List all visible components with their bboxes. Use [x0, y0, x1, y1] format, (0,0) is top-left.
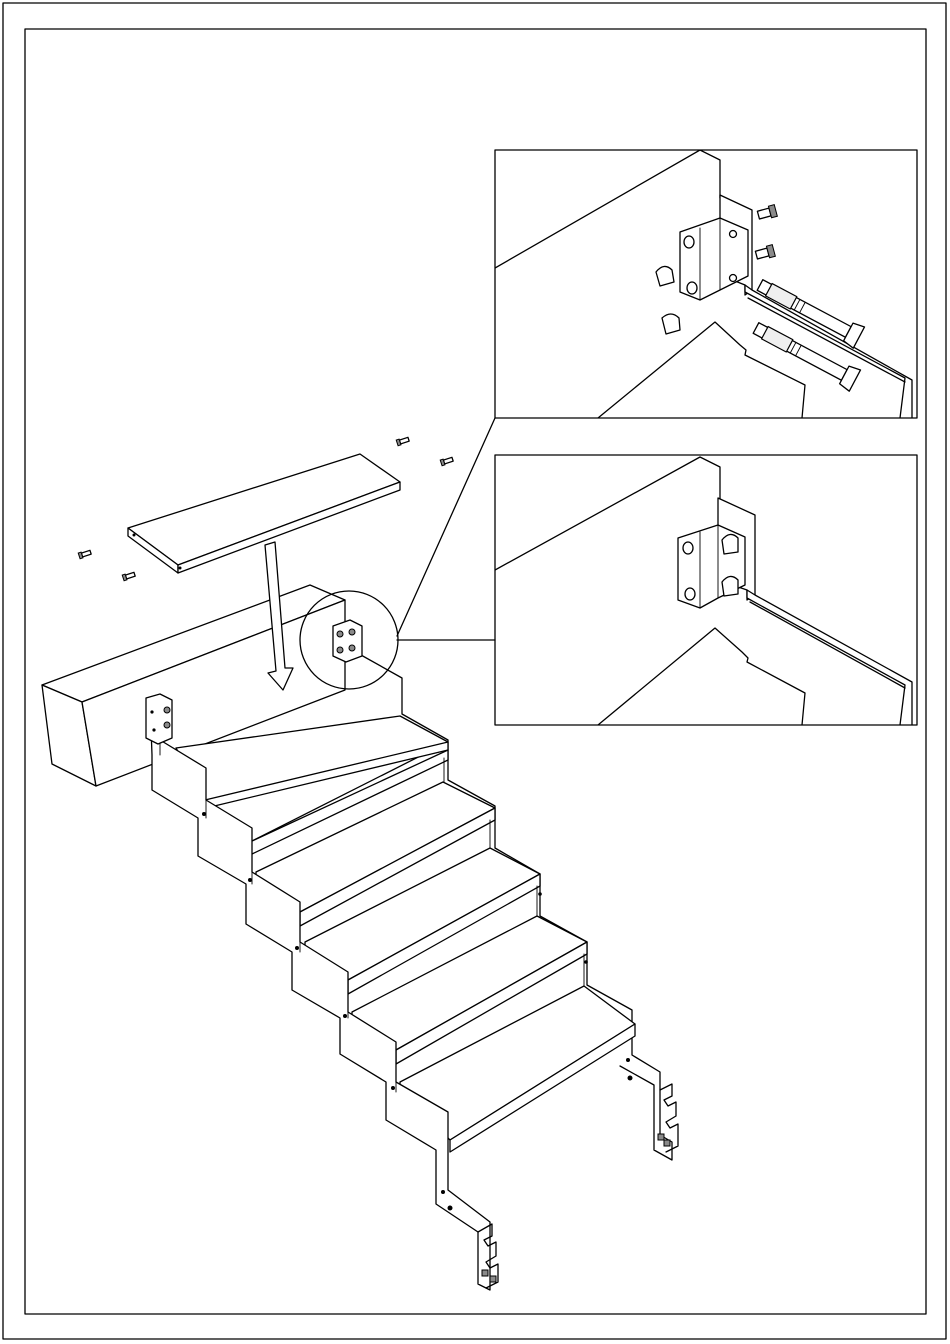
right-wall-bracket [333, 620, 362, 662]
bolt-icon [755, 205, 777, 261]
staircase-assembly [42, 418, 678, 1290]
detail-view-exploded [495, 150, 917, 418]
new-tread-board [128, 454, 400, 573]
cap-nut-icon [656, 266, 680, 334]
detail-view-assembled [495, 455, 917, 725]
expansion-anchor-bolt-icon [750, 274, 864, 391]
callout-leader-top [397, 418, 495, 636]
left-wall-bracket [146, 694, 172, 744]
bottom-right-foot-bracket [658, 1084, 678, 1152]
stair-treads [176, 716, 635, 1152]
